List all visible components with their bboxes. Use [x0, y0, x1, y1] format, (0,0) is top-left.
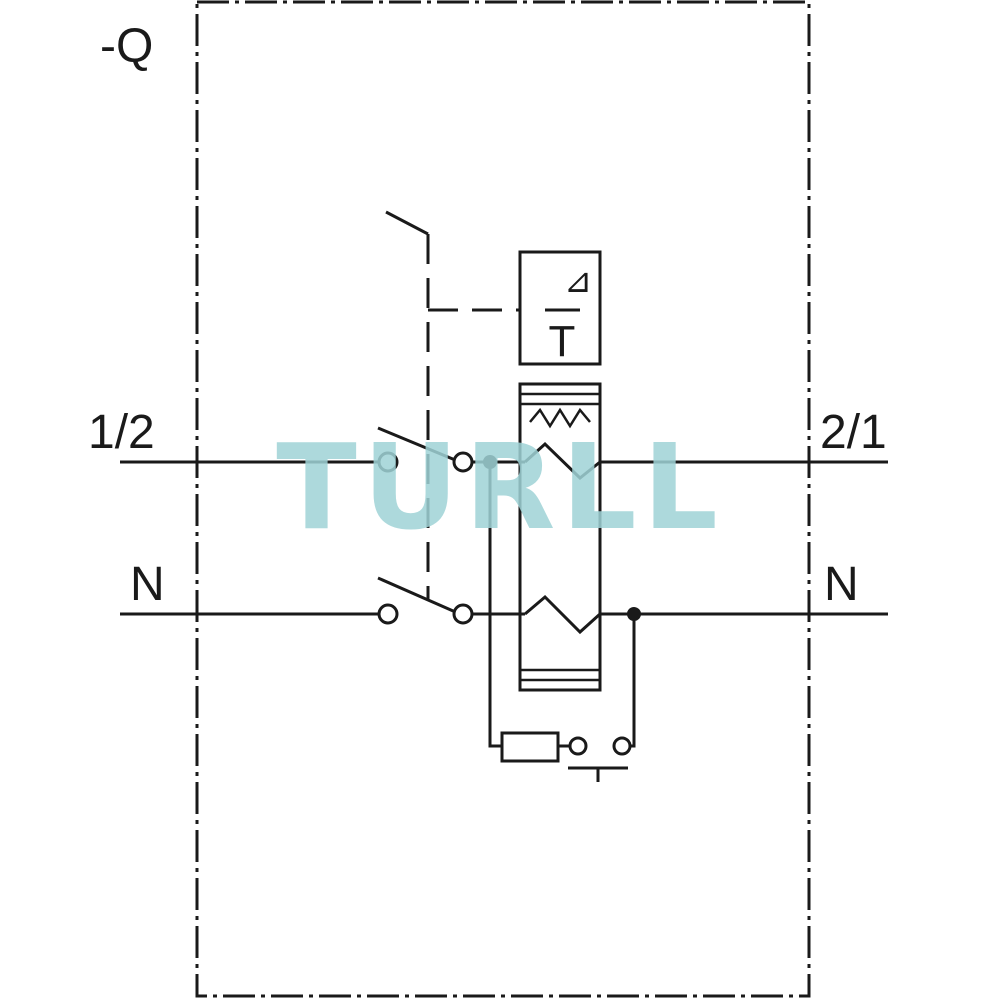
line-switch-contact	[377, 426, 474, 473]
line-contact-terminal-in	[377, 451, 399, 473]
line-contact-terminal-out	[452, 451, 474, 473]
neutral-in-terminal-label: N	[130, 558, 165, 611]
transformer-secondary-coil	[529, 407, 591, 429]
rcd-delta-symbol: ⊿	[564, 261, 593, 301]
test-resistor	[500, 731, 560, 763]
summation-current-transformer	[518, 382, 602, 692]
neutral-contact-terminal-in	[377, 603, 399, 625]
rcd-test-symbol: T	[549, 317, 576, 366]
neutral-out-terminal-label: N	[824, 558, 859, 611]
line-in-terminal-label: 1/2	[88, 406, 155, 459]
test-button-contact-left	[568, 736, 588, 756]
test-button-contact-right	[612, 736, 632, 756]
test-circuit	[483, 455, 641, 782]
brand-watermark: TURLL	[276, 418, 724, 556]
device-enclosure-frame	[195, 0, 811, 998]
neutral-contact-terminal-out	[452, 603, 474, 625]
neutral-switch-contact	[377, 576, 474, 625]
device-designation-label: -Q	[100, 20, 153, 73]
rcd-trip-unit: ⊿ T	[518, 250, 602, 366]
line-conductor	[120, 441, 888, 480]
manual-operator-linkage	[385, 210, 520, 600]
neutral-conductor	[120, 594, 888, 635]
line-out-terminal-label: 2/1	[820, 406, 887, 459]
